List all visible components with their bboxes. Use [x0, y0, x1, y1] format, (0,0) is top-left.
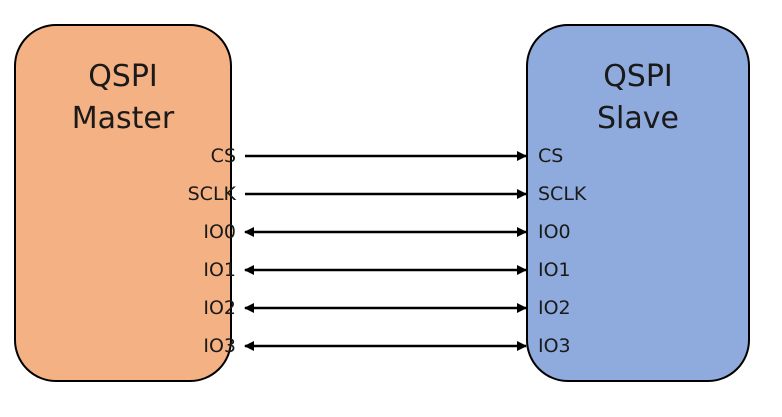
master-pin-io1: IO1	[203, 259, 236, 281]
slave-pin-io3: IO3	[538, 335, 571, 357]
master-pin-cs: CS	[210, 145, 236, 167]
master-title-line1: QSPI	[88, 59, 158, 94]
slave-pin-io2: IO2	[538, 297, 571, 319]
slave-pin-io1: IO1	[538, 259, 571, 281]
master-pin-io0: IO0	[203, 221, 236, 243]
master-pin-io3: IO3	[203, 335, 236, 357]
master-title-line2: Master	[71, 101, 175, 136]
qspi-slave-block	[526, 24, 750, 382]
slave-pin-sclk: SCLK	[538, 183, 587, 205]
slave-pin-cs: CS	[538, 145, 564, 167]
master-pin-io2: IO2	[203, 297, 236, 319]
slave-title-line1: QSPI	[603, 59, 673, 94]
master-pin-sclk: SCLK	[187, 183, 236, 205]
qspi-master-block	[14, 24, 232, 382]
slave-title-line2: Slave	[597, 101, 679, 136]
slave-pin-io0: IO0	[538, 221, 571, 243]
